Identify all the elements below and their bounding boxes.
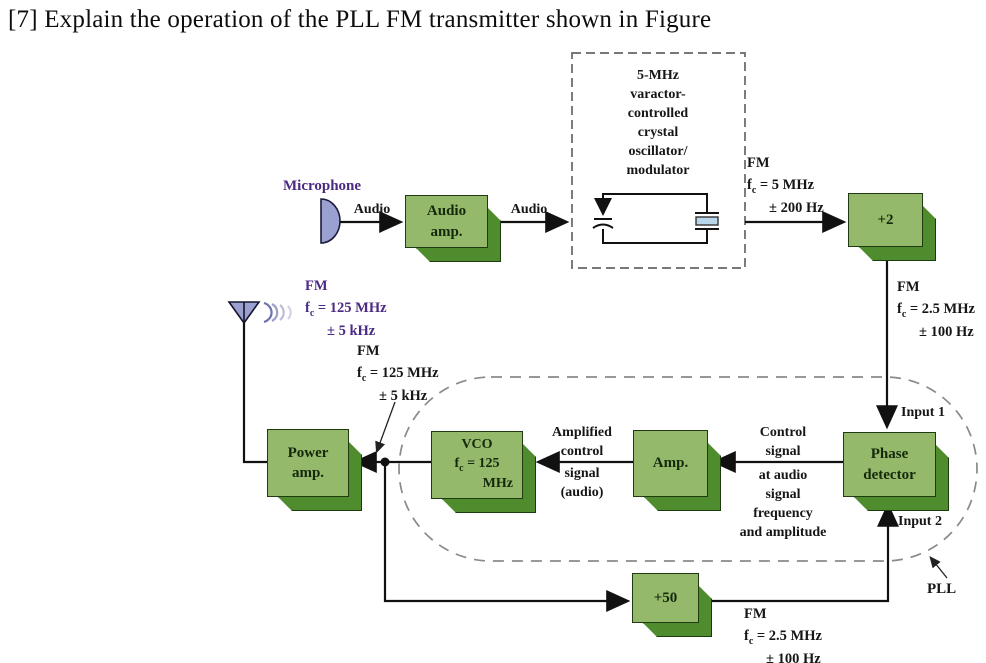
amplified-control-label-top: Amplified control: [552, 425, 612, 460]
radio-waves-icon: [263, 301, 292, 324]
divide-by-2-label: +2: [877, 211, 894, 228]
microphone-icon: [320, 198, 341, 244]
wire-junction-to-div50: [383, 462, 631, 612]
freq-label-div50-output: FM fc = 2.5 MHz ± 100 Hz: [744, 606, 822, 663]
control-signal-label-top: Control signal: [759, 425, 807, 460]
oscillator-dashed-box: [571, 52, 746, 269]
crystal-icon: [695, 212, 719, 230]
input1-label: Input 1: [901, 405, 945, 420]
divide-by-2-block: +2: [848, 193, 923, 247]
phase-detector-block: Phase detector: [843, 432, 936, 497]
pll-label: PLL: [927, 581, 957, 597]
wire-power-amp-to-antenna: [242, 323, 267, 464]
freq-label-power-amp-input: FM fc = 125 MHz ± 5 kHz: [357, 343, 439, 404]
power-amp-label: Power: [287, 444, 329, 461]
question-title: [7] Explain the operation of the PLL FM …: [8, 6, 712, 33]
vco-block: VCO fc = 125 MHz: [431, 431, 523, 499]
power-amp-block: Power amp.: [267, 429, 349, 497]
freq-label-div2-output: FM fc = 2.5 MHz ± 100 Hz: [897, 279, 975, 340]
audio-wire-label-1: Audio: [353, 202, 391, 217]
divide-by-50-block: +50: [632, 573, 699, 623]
phase-detector-label: Phase: [870, 446, 909, 463]
varactor-icon: [592, 198, 614, 229]
wire-div50-to-phase-detector: [711, 502, 899, 603]
leader-pll-label-arrow: [929, 555, 948, 579]
audio-amp-block: Audio amp.: [405, 195, 488, 248]
audio-wire-label-2: Audio: [510, 202, 548, 217]
oscillator-circuit: [602, 193, 708, 244]
junction-dot: [380, 457, 390, 467]
microphone-label: Microphone: [283, 178, 362, 194]
audio-amp-label: Audio: [426, 203, 467, 220]
leader-fm-label-arrow: [375, 401, 396, 454]
freq-label-antenna-output: FM fc = 125 MHz ± 5 kHz: [305, 278, 387, 339]
divide-by-50-label: +50: [653, 589, 678, 606]
control-signal-label-bottom: at audio signal frequency and amplitude: [739, 468, 827, 541]
signal-wires: [242, 211, 899, 612]
amp-block: Amp.: [633, 430, 708, 497]
freq-label-oscillator-output: FM fc = 5 MHz ± 200 Hz: [747, 155, 824, 216]
oscillator-description: 5-MHz varactor- controlled crystal oscil…: [626, 68, 690, 178]
input2-label: Input 2: [898, 514, 942, 529]
amplified-control-label-bottom: signal (audio): [560, 466, 604, 501]
vco-label: VCO: [461, 436, 493, 452]
pll-dashed-boundary: [398, 376, 978, 562]
antenna-icon: [227, 301, 261, 325]
amp-label: Amp.: [652, 455, 689, 472]
